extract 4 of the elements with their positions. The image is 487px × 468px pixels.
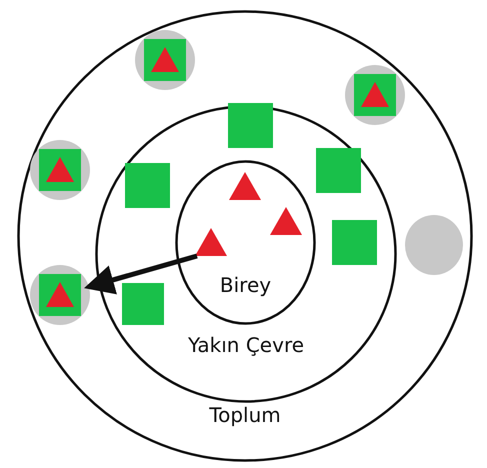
- ring-label: Yakın Çevre: [188, 333, 304, 357]
- ring-label: Toplum: [209, 403, 281, 427]
- ring-label: Birey: [220, 273, 272, 297]
- arrow: [84, 254, 198, 294]
